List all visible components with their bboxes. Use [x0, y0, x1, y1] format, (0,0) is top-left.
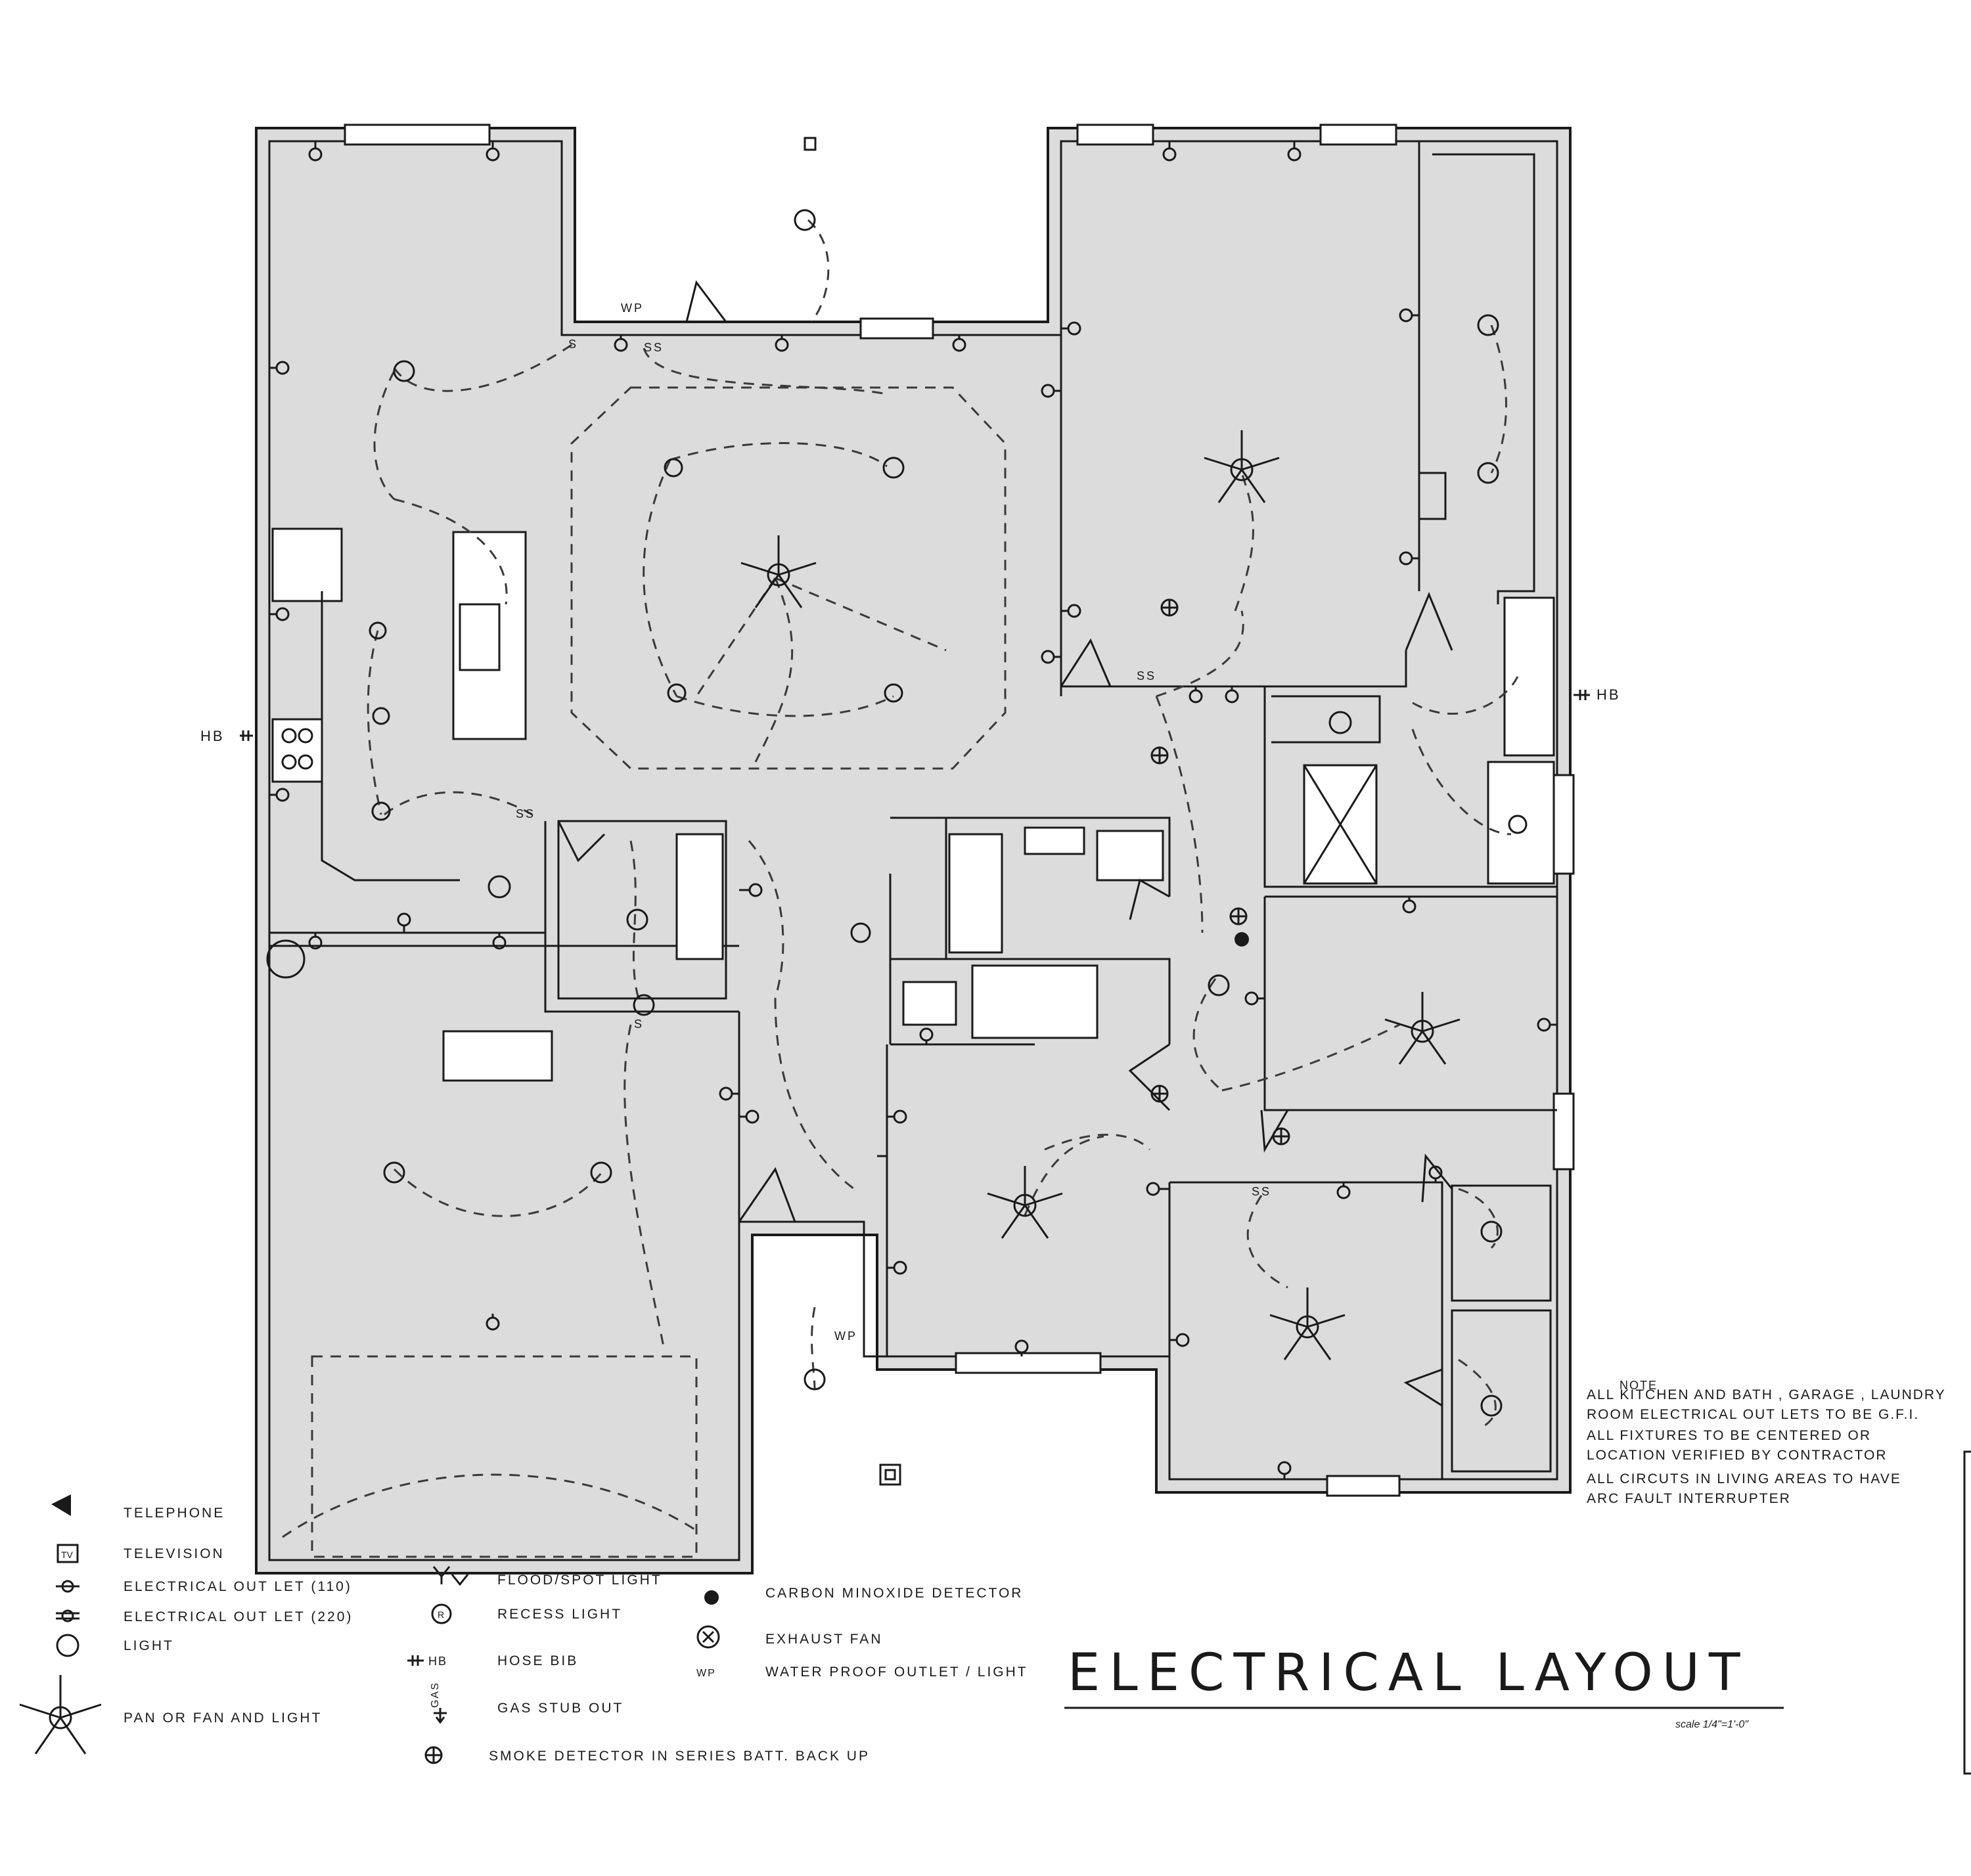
recess-lights	[371, 458, 1528, 834]
television-icon: TV	[57, 1544, 79, 1563]
misc-symbols	[804, 137, 901, 1486]
wp-porch-label: WP	[834, 1329, 857, 1343]
title-block: ELECTRICAL LAYOUT scale 1/4"=1'-0"	[1064, 1643, 1784, 1730]
plan-labels: HB HB WP WP SS SS SS SS S S	[200, 302, 1621, 1343]
legend-label: HOSE BIB	[497, 1653, 578, 1668]
title-block-frame	[1963, 1450, 1971, 1775]
switch-label: SS	[644, 341, 664, 354]
smoke-detectors	[1150, 598, 1290, 1146]
floor-plan: HB HB WP WP SS SS SS SS S S	[200, 123, 1621, 1574]
legend-label: TELEVISION	[124, 1546, 225, 1561]
ceiling-fan-icon	[1269, 1287, 1346, 1360]
switch-label: S	[634, 1017, 644, 1031]
recess-light-icon: R	[431, 1603, 452, 1624]
legend-label: WATER PROOF OUTLET / LIGHT	[765, 1664, 1028, 1680]
legend-label: CARBON MINOXIDE DETECTOR	[765, 1586, 1023, 1601]
smoke-detector-icon	[424, 1746, 443, 1764]
note-line: LOCATION VERIFIED BY CONTRACTOR	[1587, 1448, 1888, 1463]
svg-text:WP: WP	[696, 1668, 716, 1679]
ceiling-fan-icon	[1204, 430, 1280, 503]
notes-heading: NOTE	[1620, 1379, 1658, 1392]
notes-block: NOTE ALL KITCHEN AND BATH , GARAGE , LAU…	[1587, 1379, 1946, 1506]
legend-label: RECESS LIGHT	[497, 1607, 622, 1622]
kitchen-fixtures	[271, 527, 724, 1082]
doors	[557, 280, 1453, 1407]
note-line: ALL KITCHEN AND BATH , GARAGE , LAUNDRY	[1587, 1387, 1946, 1402]
switch-label: SS	[1137, 669, 1156, 682]
dashed-outlines	[311, 386, 1007, 1558]
ceiling-fan-icon	[19, 1675, 102, 1754]
exhaust-fan-icon	[696, 1625, 720, 1649]
outlet-110-icon	[56, 1580, 79, 1593]
note-line: ALL FIXTURES TO BE CENTERED OR	[1587, 1428, 1871, 1443]
legend-label: FLOOD/SPOT LIGHT	[497, 1573, 662, 1588]
outlet-220-icon	[56, 1609, 79, 1622]
waterproof-outlet-icon: WP	[696, 1668, 716, 1679]
hose-bib-east-label: HB	[1597, 686, 1621, 703]
switch-label: SS	[1252, 1185, 1271, 1198]
switch-label: S	[568, 338, 578, 351]
co-detector-icon	[704, 1590, 719, 1605]
ceiling-fan-icon	[740, 535, 817, 608]
svg-text:TV: TV	[61, 1550, 74, 1560]
switch-label: SS	[516, 807, 535, 820]
light-fixtures	[266, 209, 1503, 1417]
ceiling-fan-icon	[987, 1166, 1063, 1239]
note-line: ROOM ELECTRICAL OUT LETS TO BE G.F.I.	[1587, 1407, 1919, 1422]
legend: TELEPHONE TV TELEVISION ELECTRICAL OUT L…	[19, 1494, 1028, 1764]
windows	[344, 123, 1575, 1497]
note-line: ALL CIRCUTS IN LIVING AREAS TO HAVE	[1587, 1471, 1901, 1486]
svg-text:R: R	[438, 1609, 444, 1620]
hose-bib-west-label: HB	[200, 728, 225, 744]
gas-stub-icon: GAS	[430, 1682, 447, 1724]
svg-text:HB: HB	[428, 1655, 447, 1668]
interior-walls	[269, 141, 1557, 1479]
svg-text:GAS: GAS	[430, 1682, 441, 1708]
telephone-icon	[51, 1494, 71, 1516]
hose-bib-icon	[240, 690, 1590, 741]
legend-label: TELEPHONE	[124, 1506, 225, 1521]
exhaust-fans	[487, 711, 1352, 899]
legend-label: GAS STUB OUT	[497, 1701, 623, 1716]
flood-light-icon	[432, 1566, 469, 1586]
outlets	[269, 141, 1557, 1479]
wp-patio-label: WP	[621, 302, 644, 315]
note-line: ARC FAULT INTERRUPTER	[1587, 1491, 1791, 1506]
hose-bib-icon: HB	[407, 1655, 447, 1668]
legend-label: ELECTRICAL OUT LET (220)	[124, 1609, 353, 1624]
ceiling-fan-icon	[1384, 992, 1461, 1065]
ceiling-fans	[740, 430, 1461, 1360]
legend-label: EXHAUST FAN	[765, 1632, 882, 1647]
legend-label: SMOKE DETECTOR IN SERIES BATT. BACK UP	[489, 1749, 870, 1764]
drawing-scale: scale 1/4"=1'-0"	[1675, 1719, 1749, 1730]
legend-label: PAN OR FAN AND LIGHT	[124, 1710, 322, 1726]
legend-label: LIGHT	[124, 1638, 174, 1653]
legend-label: ELECTRICAL OUT LET (110)	[124, 1579, 352, 1594]
drawing-title: ELECTRICAL LAYOUT	[1068, 1643, 1749, 1703]
co-detector-icon	[1235, 932, 1249, 947]
light-icon	[56, 1634, 79, 1657]
